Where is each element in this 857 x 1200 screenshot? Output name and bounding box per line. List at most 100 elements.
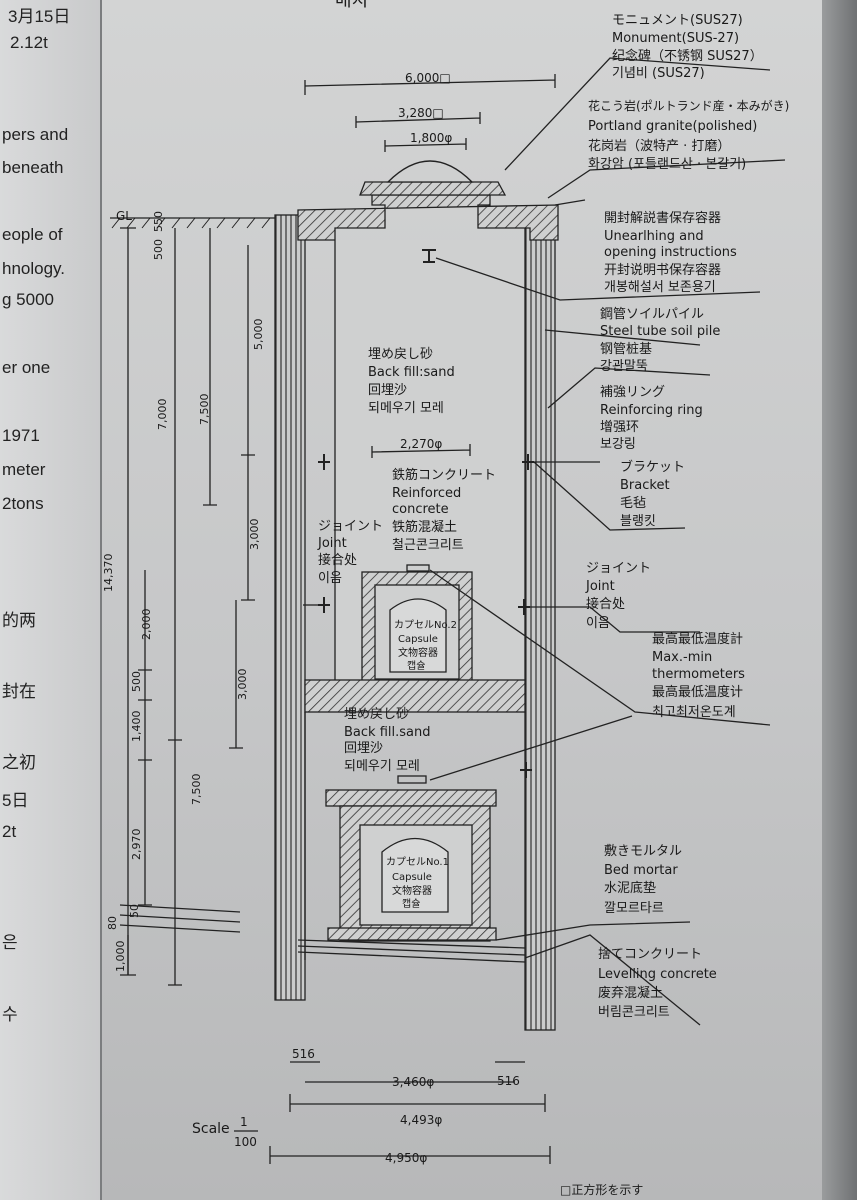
vdim-text-2970: 2,970 (130, 829, 143, 861)
joint-left-ko: 이음 (318, 571, 342, 586)
vdim-text-5000: 5,000 (252, 319, 265, 351)
capsule-no2-icon (389, 598, 447, 673)
joint-left-zh: 接合处 (318, 552, 357, 568)
dim-line-1800 (384, 138, 467, 152)
middle-slab (304, 679, 526, 713)
rc-en1: Reinforced (392, 486, 461, 501)
leader-monument (504, 57, 771, 171)
callout-mortar-ja: 敷きモルタル (604, 844, 682, 859)
callout-monument-ja: モニュメント(SUS27) (612, 13, 743, 28)
capsule-no1-zh: 文物容器 (392, 884, 432, 897)
callout-instructions-zh: 开封说明书保存容器 (604, 262, 721, 278)
leader-ring (547, 367, 711, 409)
vdim-text-50: 50 (128, 904, 141, 918)
top-slab (297, 194, 559, 241)
left-text-fragment: g 5000 (2, 290, 54, 309)
ground-hatch (111, 217, 286, 229)
callout-granite-en: Portland granite(polished) (588, 119, 757, 134)
callout-mortar-ko: 깔모르타르 (604, 901, 664, 916)
callout-levelling-zh: 废弃混凝土 (598, 985, 663, 1001)
leader-instructions (435, 257, 761, 301)
instructions-container-icon (422, 249, 436, 263)
vdim-text-7500a: 7,500 (198, 394, 211, 426)
callout-thermo-zh: 最高最低温度计 (652, 684, 743, 700)
callout-mortar-zh: 水泥底垫 (604, 880, 656, 896)
callout-bracket-ja: ブラケット (620, 459, 685, 475)
backfill-top-ko: 되메우기 모레 (368, 401, 444, 416)
callout-joint-right-ja: ジョイント (586, 561, 651, 576)
vdim-text-1400: 1,400 (130, 711, 143, 743)
backfill-top-en: Back fill:sand (368, 365, 455, 380)
leader-bed-mortar (495, 921, 691, 941)
bracket-left (318, 454, 330, 470)
dim-line-2270 (371, 444, 471, 458)
vdim-text-550: 550 (152, 211, 165, 232)
leader-thermometer (429, 569, 771, 781)
vdim-text-7500b: 7,500 (190, 774, 203, 806)
left-text-fragment: 1971 (2, 426, 40, 445)
callout-bracket-en: Bracket (620, 478, 670, 493)
capsule-no2-ja: カプセルNo.2 (394, 619, 457, 631)
left-text-fragment: pers and (2, 125, 69, 144)
vdim-text-500b: 500 (130, 671, 143, 692)
callout-monument-en: Monument(SUS-27) (612, 31, 739, 46)
vdim-text-1000: 1,000 (114, 941, 127, 973)
rc-en2: concrete (392, 502, 449, 517)
vdim-text-80: 80 (106, 916, 119, 930)
callout-pile-en: Steel tube soil pile (600, 324, 720, 339)
backfill-top-zh: 回埋沙 (368, 383, 407, 398)
vdim-text-3000b: 3,000 (236, 669, 249, 701)
callout-thermo-ja: 最高最低温度計 (652, 631, 743, 647)
callout-granite-ja: 花こう岩(ポルトランド産・本みがき) (588, 98, 789, 113)
backfill-bottom-zh: 回埋沙 (344, 741, 383, 756)
dim-4493: 4,493φ (400, 1113, 442, 1127)
leader-pile (544, 329, 701, 346)
granite-cap (359, 181, 507, 196)
leader-granite (547, 159, 786, 199)
vdim-text-3000a: 3,000 (248, 519, 261, 551)
thermometer-top-icon (406, 564, 430, 572)
callout-bracket-zh: 毛毡 (620, 496, 646, 511)
scale-numerator: 1 (240, 1115, 248, 1129)
capsule-no2-zh: 文物容器 (398, 646, 438, 659)
backfill-bottom-ko: 되메우기 모레 (344, 759, 420, 774)
backfill-top-ja: 埋め戻し砂 (368, 347, 433, 362)
lower-box-lid (325, 789, 497, 807)
dim-6000: 6,000□ (405, 71, 451, 85)
left-text-fragment: 은 (2, 933, 18, 952)
capsule-no2-ko: 캡슐 (407, 660, 425, 672)
left-text-fragment: 2t (2, 822, 17, 841)
callout-instructions-en2: opening instructions (604, 245, 737, 260)
left-text-fragment: 2tons (2, 494, 44, 513)
footnote: □正方形を示す (560, 1182, 643, 1197)
vdim-2970 (138, 760, 152, 906)
callout-pile-zh: 钢管桩基 (600, 342, 652, 357)
rc-zh: 铁筋混凝土 (392, 519, 457, 535)
rc-ja: 鉄筋コンクリート (392, 467, 496, 483)
callout-instructions-en1: Unearlhing and (604, 229, 704, 244)
bed-mortar-layer (327, 927, 497, 941)
vdim-text-2000: 2,000 (140, 609, 153, 641)
backfill-bottom-ja: 埋め戻し砂 (344, 707, 409, 722)
dim-1800: 1,800φ (410, 131, 452, 145)
dim-4950: 4,950φ (385, 1151, 427, 1165)
right-pile-wall (524, 209, 556, 1031)
dim-line-4493 (289, 1094, 546, 1112)
callout-instructions-ko: 개봉해설서 보존용기 (604, 280, 716, 295)
callout-levelling-ja: 捨てコンクリート (598, 946, 702, 962)
vdim-50-80 (119, 904, 241, 933)
capsule-no1-en: Capsule (392, 872, 432, 883)
capsule-no1-ko: 캡슐 (402, 898, 420, 910)
leader-levelling (524, 934, 701, 1026)
scale-denominator: 100 (234, 1135, 257, 1149)
partial-title: 배치 (335, 0, 368, 11)
vdim-7000 (168, 228, 182, 741)
vdim-14370 (120, 227, 136, 976)
monument-dome-icon (386, 160, 474, 183)
rc-ko: 철근콘크리트 (392, 538, 464, 553)
callout-levelling-en: Levelling concrete (598, 967, 717, 982)
callout-joint-right-ko: 이음 (586, 616, 610, 631)
left-text-fragment: er one (2, 358, 51, 377)
left-text-fragment: 5日 (2, 791, 29, 810)
